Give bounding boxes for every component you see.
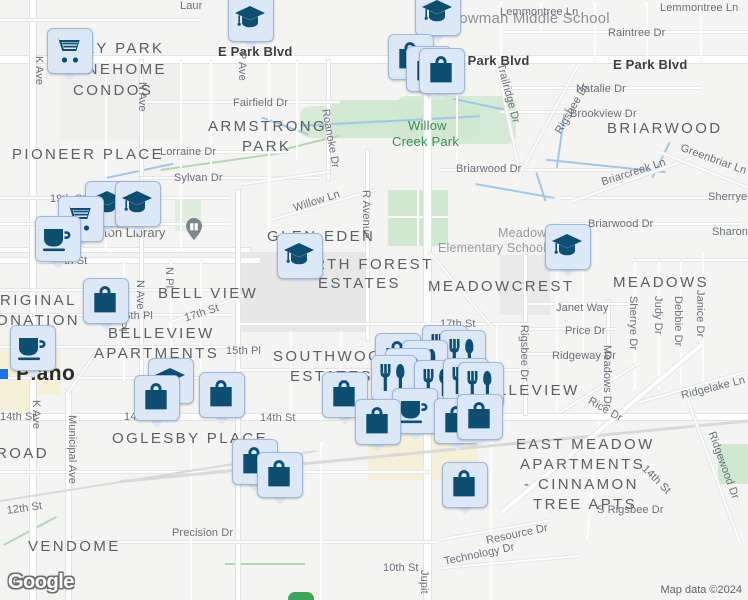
library-pin-icon xyxy=(186,218,202,240)
map-marker-coffee-cup[interactable] xyxy=(10,325,56,378)
court-line xyxy=(417,190,419,246)
road-minor xyxy=(560,222,740,226)
road-minor xyxy=(702,250,704,392)
road-rigsbee-dr xyxy=(524,255,527,415)
coffee-cup-icon xyxy=(18,338,46,361)
road-15th-st xyxy=(0,258,260,263)
greenbelt-trail xyxy=(225,563,305,565)
map-marker-shopping-bag[interactable] xyxy=(83,278,129,331)
road-minor xyxy=(140,150,290,154)
marker-bubble xyxy=(545,224,591,270)
road-minor xyxy=(240,368,426,372)
road-municipal-ave xyxy=(66,390,71,600)
road-minor xyxy=(500,30,748,34)
shopping-bag-icon xyxy=(94,286,116,313)
road-minor xyxy=(296,60,298,162)
marker-bubble xyxy=(134,375,180,421)
road-minor xyxy=(268,60,270,242)
shopping-bag-icon xyxy=(366,407,388,434)
road-e-park-blvd xyxy=(0,56,748,63)
road-minor xyxy=(490,440,492,600)
map-marker-shopping-bag[interactable] xyxy=(134,375,180,428)
road-minor xyxy=(560,196,748,200)
map-marker-graduation-cap[interactable] xyxy=(545,224,591,277)
road-minor xyxy=(680,260,682,392)
road-r-avenue xyxy=(366,150,369,340)
map-marker-graduation-cap[interactable] xyxy=(115,181,161,234)
shopping-bag-icon xyxy=(145,383,167,410)
map-marker-graduation-cap[interactable] xyxy=(277,233,323,286)
park-green xyxy=(718,444,748,484)
road-minor xyxy=(500,110,640,114)
road-minor xyxy=(658,260,660,392)
road-minor xyxy=(634,260,636,392)
graduation-cap-icon xyxy=(552,234,582,256)
road-minor xyxy=(556,262,558,414)
map-marker-shopping-bag[interactable] xyxy=(457,394,503,447)
road-minor xyxy=(105,60,107,252)
road-minor xyxy=(431,322,531,326)
road-minor xyxy=(0,345,236,349)
road-minor xyxy=(210,60,212,182)
road-minor xyxy=(540,0,542,34)
shopping-bag-icon xyxy=(453,470,475,497)
map-attribution: Map data ©2024 xyxy=(660,584,743,596)
map-marker-shopping-bag[interactable] xyxy=(419,48,465,101)
road-k-ave xyxy=(30,0,36,600)
road-minor xyxy=(440,244,550,248)
road-minor xyxy=(320,440,322,600)
shopping-cart-icon xyxy=(54,37,80,63)
road-minor xyxy=(240,322,426,326)
google-logo[interactable]: Google xyxy=(8,571,74,593)
road-minor xyxy=(700,0,702,62)
road-minor xyxy=(440,168,620,172)
coffee-cup-icon xyxy=(43,229,71,252)
graduation-cap-icon xyxy=(122,191,152,213)
restaurant-icon xyxy=(449,339,474,366)
road-minor xyxy=(527,302,627,306)
road-jupiter-rd xyxy=(424,0,431,600)
map-marker-coffee-cup[interactable] xyxy=(35,216,81,269)
graduation-cap-icon xyxy=(284,243,314,265)
road-minor xyxy=(140,176,320,180)
graduation-cap-icon xyxy=(422,0,452,22)
map-marker-shopping-bag[interactable] xyxy=(355,399,401,452)
road-minor xyxy=(140,100,340,104)
map-marker-graduation-cap[interactable] xyxy=(415,0,461,43)
road-minor xyxy=(594,0,596,62)
map-marker-shopping-bag[interactable] xyxy=(199,372,245,425)
shopping-bag-icon xyxy=(268,460,290,487)
road-minor xyxy=(180,60,182,252)
shopping-bag-icon xyxy=(468,402,490,429)
road-minor xyxy=(527,352,617,356)
road-minor xyxy=(0,18,200,22)
shopping-bag-icon xyxy=(430,56,452,83)
road-minor xyxy=(200,260,202,382)
shopping-bag-icon xyxy=(210,380,232,407)
shopping-bag-icon xyxy=(333,380,355,407)
map-marker-graduation-cap[interactable] xyxy=(228,0,274,49)
road-minor xyxy=(0,376,236,380)
restaurant-icon xyxy=(380,364,405,391)
road-minor xyxy=(190,440,192,600)
marker-bubble xyxy=(10,325,56,371)
city-marker-dot xyxy=(0,369,8,379)
map-marker-shopping-bag[interactable] xyxy=(442,462,488,515)
road-minor xyxy=(75,540,435,544)
park-green xyxy=(288,592,314,600)
map-marker-shopping-bag[interactable] xyxy=(257,452,303,505)
coffee-cup-icon xyxy=(400,401,428,424)
road-minor xyxy=(500,86,700,90)
road-minor xyxy=(527,327,617,331)
restaurant-icon xyxy=(467,371,492,398)
road-18th-st xyxy=(0,248,250,252)
road-roanoke-dr xyxy=(327,60,330,180)
road-minor xyxy=(290,330,292,418)
road-minor xyxy=(582,262,584,354)
graduation-cap-icon xyxy=(235,6,265,28)
road-minor xyxy=(646,0,648,62)
map-marker-shopping-cart[interactable] xyxy=(47,28,93,81)
road-minor xyxy=(632,258,748,262)
